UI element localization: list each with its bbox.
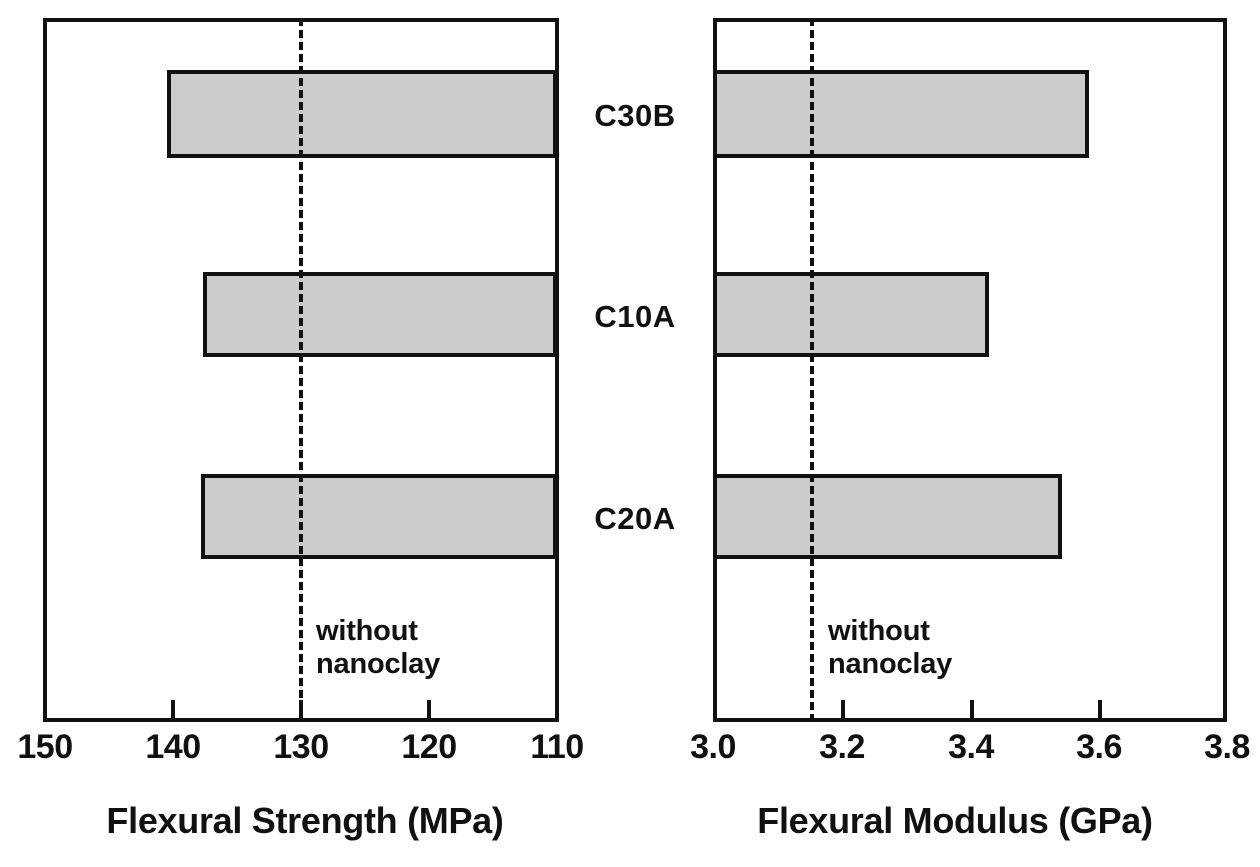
x-axis-title-left: Flexural Strength (MPa) [106,800,504,841]
bar-right-c10a [713,272,989,357]
tick-label-left-130: 130 [273,728,329,766]
annotation-without-nanoclay-right: without nanoclay [828,615,953,681]
bar-left-c20a [201,474,557,559]
tick-label-right-3-4: 3.4 [948,728,994,766]
tick-left-130 [299,700,303,722]
tick-right-3-6 [1098,700,1102,722]
reference-line-without-nanoclay-left [299,18,303,722]
chart-panel-flexural-modulus: without nanoclay 3.0 3.2 3.4 3.6 3.8 Fle… [630,0,1260,867]
chart-panel-flexural-strength: without nanoclay 150 140 130 120 110 Fle… [17,18,584,841]
category-label-c10a: C10A [594,299,676,334]
bar-left-c10a [203,272,557,357]
tick-label-left-120: 120 [401,728,457,766]
tick-label-left-140: 140 [145,728,201,766]
tick-left-140 [171,700,175,722]
category-label-c20a: C20A [594,501,676,536]
tick-left-120 [427,700,431,722]
bar-right-c20a [713,474,1062,559]
bar-left-c30b [167,70,557,158]
tick-label-right-3-6: 3.6 [1076,728,1122,766]
tick-label-left-110: 110 [530,728,584,766]
bar-right-c30b [713,70,1089,158]
tick-label-right-3-2: 3.2 [819,728,865,766]
category-label-c30b: C30B [594,98,676,133]
reference-line-without-nanoclay-right [810,18,814,722]
tick-label-left-150: 150 [17,728,73,766]
tick-right-3-2 [841,700,845,722]
tick-right-3-4 [970,700,974,722]
annotation-without-nanoclay-left: without nanoclay [316,615,441,681]
tick-label-right-3-0: 3.0 [690,728,736,766]
tick-label-right-3-8: 3.8 [1204,728,1250,766]
x-axis-title-right: Flexural Modulus (GPa) [757,800,1153,841]
